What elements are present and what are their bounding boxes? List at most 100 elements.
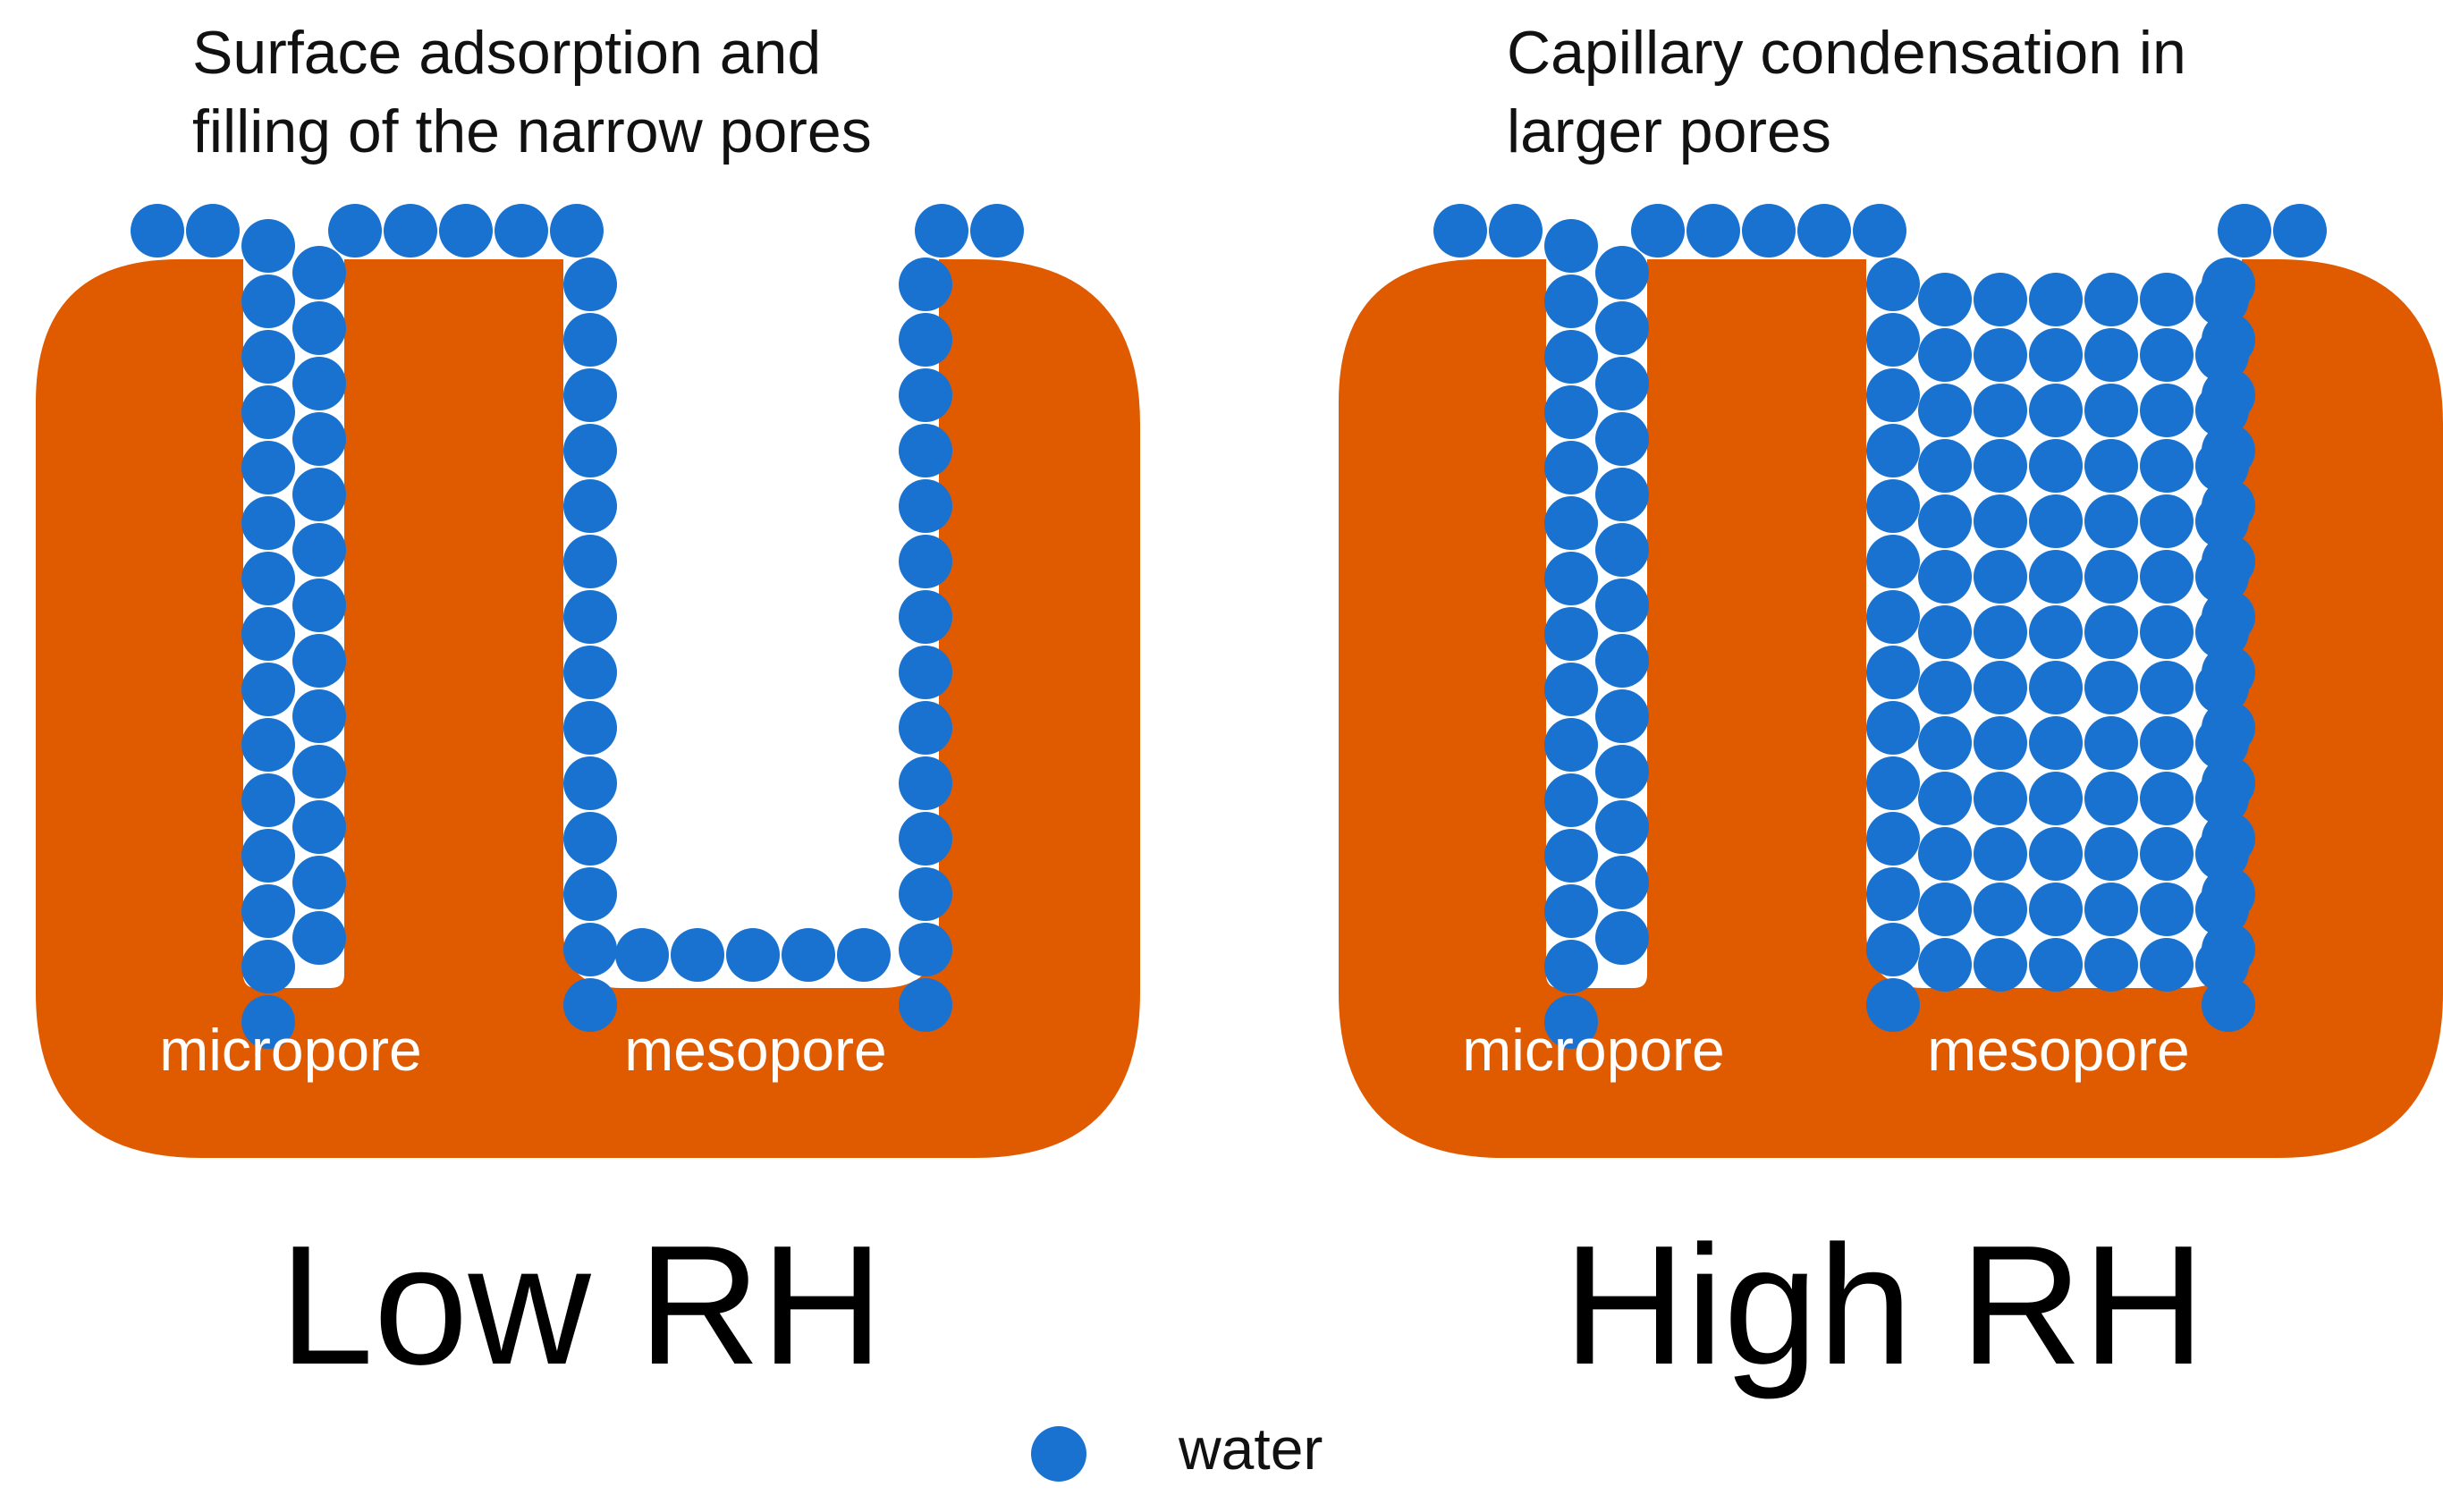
mesopore-wall-water-molecule	[563, 258, 617, 311]
mesopore-filled-water-molecule	[2084, 605, 2138, 659]
micropore-water-molecule	[1595, 745, 1649, 798]
mesopore-wall-water-molecule	[899, 424, 952, 477]
micropore-water-molecule	[292, 689, 346, 743]
mesopore-filled-water-molecule	[2195, 273, 2249, 326]
mesopore-filled-water-molecule	[2195, 494, 2249, 548]
micropore-water-molecule	[1595, 301, 1649, 355]
micropore-water-molecule	[1595, 468, 1649, 521]
mesopore-wall-water-molecule	[563, 313, 617, 367]
mesopore-wall-water-molecule	[563, 867, 617, 921]
mesopore-wall-water-molecule	[563, 923, 617, 976]
mesopore-wall-water-molecule	[899, 590, 952, 644]
low-rh-panel: Surface adsorption and filling of the na…	[36, 19, 1140, 1400]
mesopore-filled-water-molecule	[1866, 479, 1920, 533]
micropore-water-molecule	[1544, 995, 1598, 1049]
micropore-water-molecule	[292, 412, 346, 466]
micropore-water-molecule	[241, 607, 295, 661]
legend: water	[1031, 1415, 1323, 1482]
micropore-water-molecule	[292, 579, 346, 632]
right-mesopore-label: mesopore	[1927, 1017, 2190, 1083]
left-caption-line2: filling of the narrow pores	[192, 97, 872, 165]
micropore-water-molecule	[1595, 800, 1649, 854]
mesopore-wall-water-molecule	[899, 701, 952, 755]
mesopore-filled-water-molecule	[1866, 368, 1920, 422]
mesopore-filled-water-molecule	[2029, 883, 2083, 936]
micropore-water-molecule	[1595, 579, 1649, 632]
mesopore-filled-water-molecule	[2140, 605, 2194, 659]
micropore-water-molecule	[241, 940, 295, 993]
mesopore-filled-water-molecule	[2029, 938, 2083, 992]
mesopore-filled-water-molecule	[2140, 494, 2194, 548]
mesopore-wall-water-molecule	[563, 701, 617, 755]
micropore-water-molecule	[1544, 663, 1598, 716]
micropore-water-molecule	[1595, 523, 1649, 577]
mesopore-filled-water-molecule	[2084, 938, 2138, 992]
left-substrate	[36, 259, 1140, 1158]
micropore-water-molecule	[1544, 275, 1598, 328]
mesopore-filled-water-molecule	[1974, 716, 2027, 770]
mesopore-filled-water-molecule	[1918, 605, 1972, 659]
micropore-water-molecule	[241, 441, 295, 494]
mesopore-filled-water-molecule	[2029, 716, 2083, 770]
mesopore-filled-water-molecule	[1918, 883, 1972, 936]
micropore-water-molecule	[241, 995, 295, 1049]
mesopore-filled-water-molecule	[1866, 867, 1920, 921]
mesopore-filled-water-molecule	[2195, 827, 2249, 881]
mesopore-wall-water-molecule	[563, 424, 617, 477]
micropore-water-molecule	[1544, 829, 1598, 883]
surface-water-molecule	[186, 204, 240, 258]
mesopore-wall-water-molecule	[563, 535, 617, 588]
surface-water-molecule	[915, 204, 968, 258]
micropore-water-molecule	[241, 275, 295, 328]
micropore-water-molecule	[241, 496, 295, 550]
mesopore-filled-water-molecule	[2140, 661, 2194, 714]
right-water-layer	[1433, 204, 2327, 1049]
mesopore-filled-water-molecule	[2029, 439, 2083, 493]
mesopore-filled-water-molecule	[1918, 938, 1972, 992]
mesopore-filled-water-molecule	[1918, 273, 1972, 326]
mesopore-filled-water-molecule	[1866, 590, 1920, 644]
micropore-water-molecule	[292, 800, 346, 854]
mesopore-floor-water-molecule	[615, 928, 669, 982]
mesopore-filled-water-molecule	[2195, 605, 2249, 659]
mesopore-floor-water-molecule	[782, 928, 835, 982]
surface-water-molecule	[1797, 204, 1851, 258]
micropore-water-molecule	[1544, 607, 1598, 661]
mesopore-filled-water-molecule	[1918, 384, 1972, 437]
high-rh-panel: Capillary condensation in larger pores m…	[1339, 19, 2443, 1400]
mesopore-filled-water-molecule	[2140, 772, 2194, 825]
micropore-water-molecule	[1595, 856, 1649, 909]
micropore-water-molecule	[1544, 940, 1598, 993]
surface-water-molecule	[1489, 204, 1543, 258]
mesopore-filled-water-molecule	[2195, 883, 2249, 936]
mesopore-filled-water-molecule	[2195, 661, 2249, 714]
mesopore-wall-water-molecule	[899, 756, 952, 810]
mesopore-wall-water-molecule	[899, 923, 952, 976]
left-caption-line1: Surface adsorption and	[192, 19, 821, 87]
mesopore-filled-water-molecule	[2140, 384, 2194, 437]
mesopore-filled-water-molecule	[1974, 550, 2027, 604]
mesopore-filled-water-molecule	[2140, 938, 2194, 992]
mesopore-filled-water-molecule	[1866, 812, 1920, 866]
mesopore-filled-water-molecule	[2195, 772, 2249, 825]
mesopore-filled-water-molecule	[1974, 384, 2027, 437]
surface-water-molecule	[2273, 204, 2327, 258]
mesopore-wall-water-molecule	[899, 535, 952, 588]
water-molecule-icon	[1031, 1426, 1086, 1482]
micropore-water-molecule	[1595, 246, 1649, 300]
right-micropore-label: micropore	[1462, 1017, 1724, 1083]
mesopore-filled-water-molecule	[2140, 328, 2194, 382]
mesopore-wall-water-molecule	[563, 590, 617, 644]
surface-water-molecule	[550, 204, 604, 258]
mesopore-filled-water-molecule	[2140, 273, 2194, 326]
mesopore-filled-water-molecule	[1866, 535, 1920, 588]
mesopore-filled-water-molecule	[2195, 938, 2249, 992]
micropore-water-molecule	[1544, 552, 1598, 605]
mesopore-filled-water-molecule	[2195, 328, 2249, 382]
mesopore-filled-water-molecule	[1866, 923, 1920, 976]
mesopore-filled-water-molecule	[2029, 384, 2083, 437]
mesopore-filled-water-molecule	[1974, 938, 2027, 992]
mesopore-filled-water-molecule	[2195, 550, 2249, 604]
surface-water-molecule	[1742, 204, 1796, 258]
micropore-water-molecule	[1544, 219, 1598, 273]
